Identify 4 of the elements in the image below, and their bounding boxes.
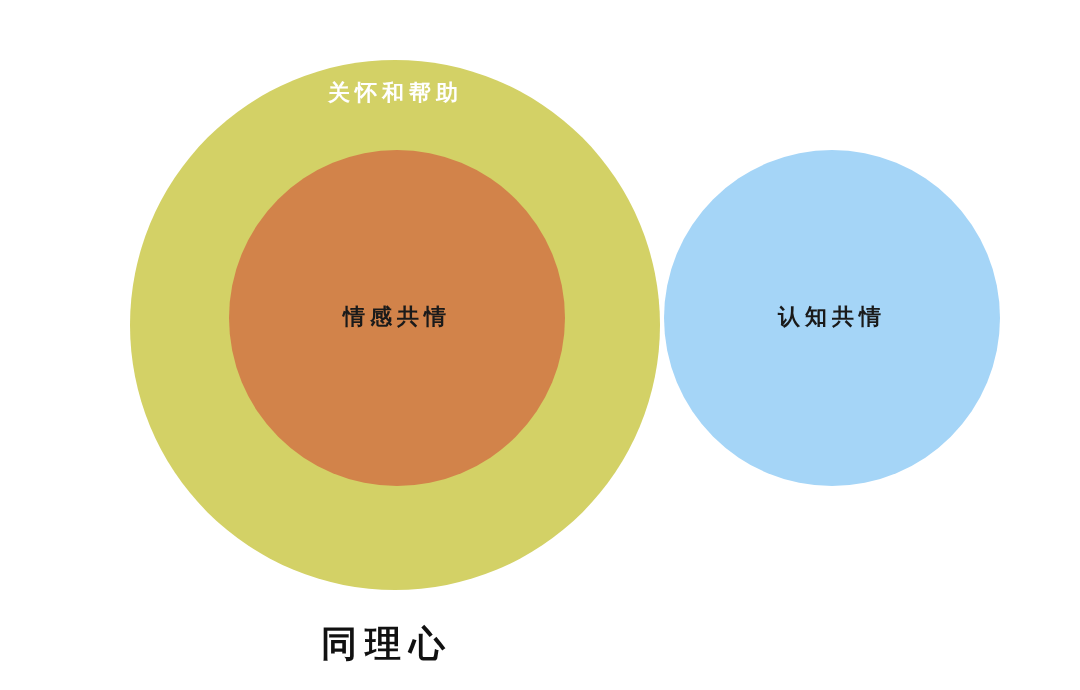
circle-label: 关怀和帮助 (327, 79, 463, 107)
circle-label: 情感共情 (343, 303, 451, 331)
node-label: 同理心 (321, 622, 453, 666)
circle-label: 认知共情 (778, 303, 886, 331)
